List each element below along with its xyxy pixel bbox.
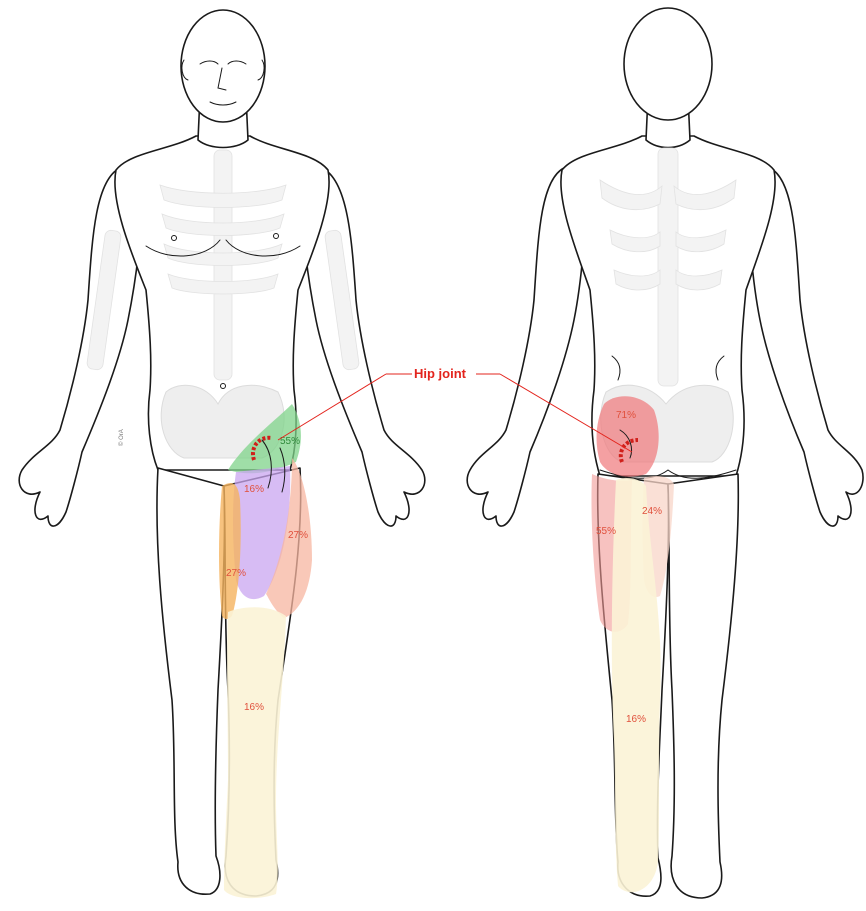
front-label-inner-thigh: 16%	[244, 484, 264, 495]
front-label-lateral-thigh: 27%	[288, 530, 308, 541]
hip-joint-label: Hip joint	[414, 366, 467, 381]
hip-joint-callout: Hip joint	[278, 366, 632, 452]
back-label-gluteal: 71%	[616, 410, 636, 421]
back-right-leg	[668, 474, 738, 898]
back-body-figure	[467, 8, 863, 898]
front-pain-regions	[219, 404, 312, 898]
copyright-mark: © OrA	[118, 429, 125, 446]
back-label-lower-leg: 16%	[626, 714, 646, 725]
front-label-groin: 55%	[280, 436, 300, 447]
back-label-lateral-back-thigh: 24%	[642, 506, 662, 517]
front-left-leg	[157, 468, 225, 894]
front-label-medial-thigh: 27%	[226, 568, 246, 579]
front-region-lower-leg	[224, 607, 286, 898]
front-body-figure	[19, 10, 425, 896]
back-head	[624, 8, 712, 120]
front-label-lower-leg: 16%	[244, 702, 264, 713]
back-label-posterior-thigh: 55%	[596, 526, 616, 537]
